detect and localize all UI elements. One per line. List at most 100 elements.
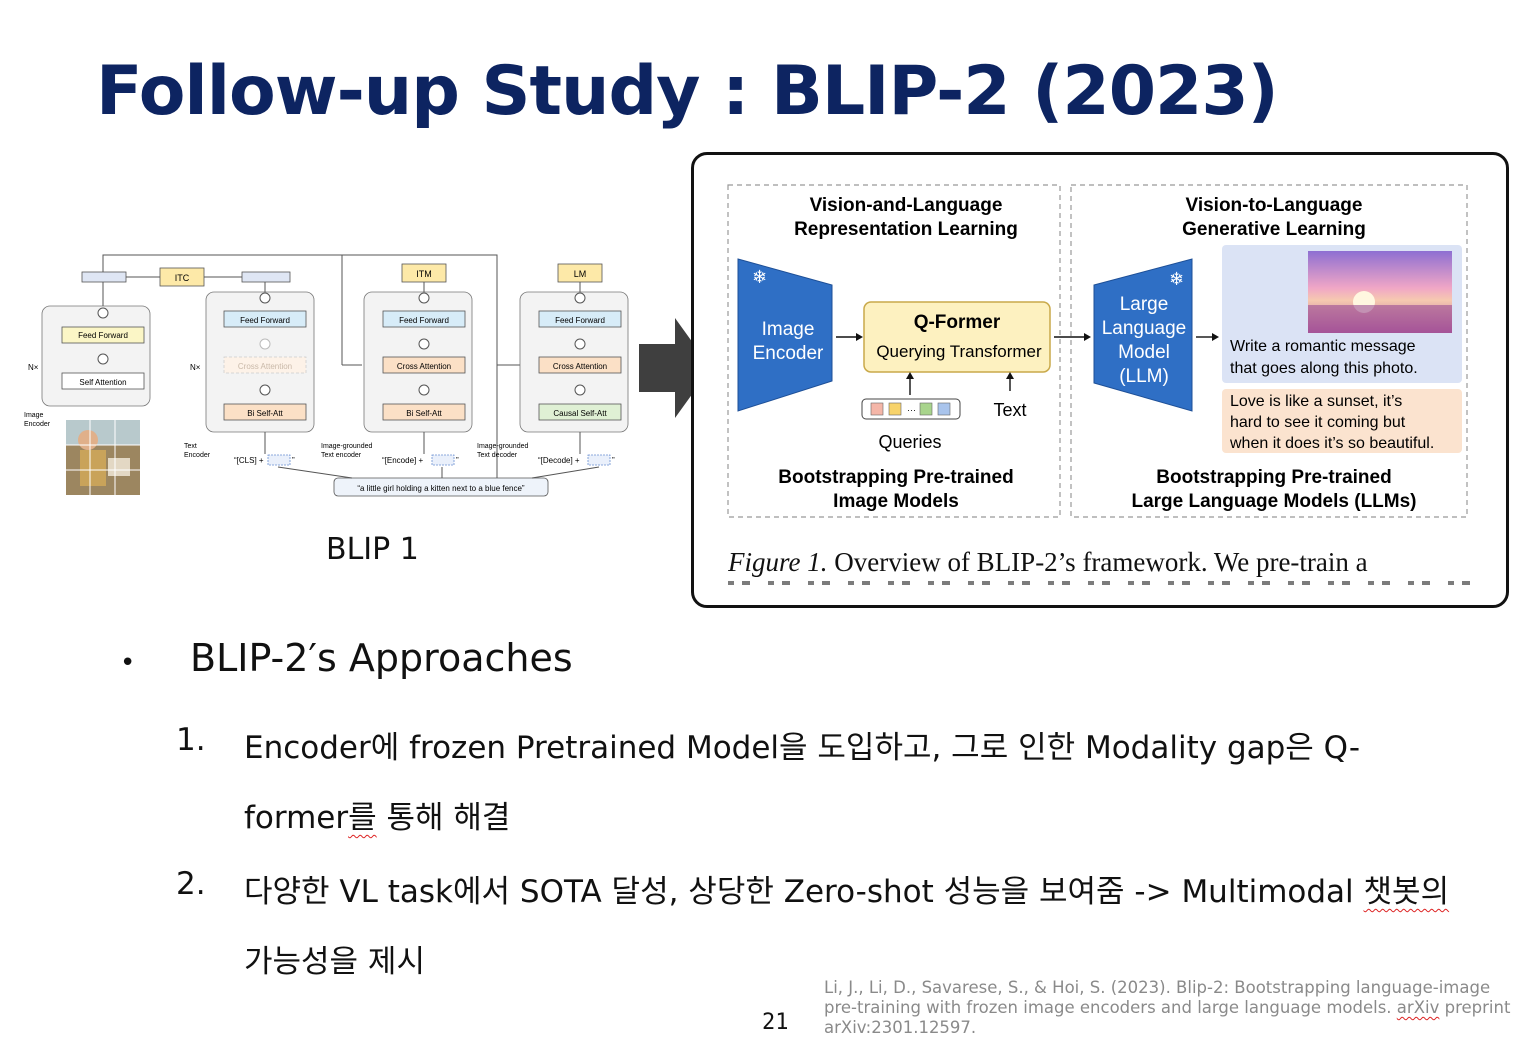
sa-label: Self Attention — [79, 378, 126, 387]
left-footer-2: Image Models — [833, 491, 959, 512]
img-enc-label-2: Encoder — [24, 421, 51, 428]
left-footer-1: Bootstrapping Pre-trained — [778, 467, 1013, 488]
ff-label-2: Feed Forward — [240, 316, 290, 325]
blip2-figure: Vision-and-Language Representation Learn… — [691, 152, 1509, 608]
qformer-sub: Querying Transformer — [876, 342, 1042, 361]
page-number: 21 — [762, 1010, 789, 1035]
lm-label: LM — [574, 269, 587, 279]
cls-token: “[CLS] + — [234, 456, 264, 465]
answer-line-2: hard to see it coming but — [1230, 414, 1406, 431]
left-header-1: Vision-and-Language — [810, 195, 1003, 216]
ca-label-2: Cross Attention — [553, 362, 607, 371]
image-encoder-label-1: Image — [762, 319, 815, 340]
item-2-spellcheck-word: 챗봇의 — [1363, 874, 1450, 910]
ca-label-disabled: Cross Attention — [238, 362, 292, 371]
text-enc-label-1: Text — [184, 443, 197, 450]
item-1-line-1: Encoder에 frozen Pretrained Model을 도입하고, … — [244, 730, 1361, 766]
itc-label: ITC — [175, 273, 190, 283]
llm-label-2: Language — [1102, 318, 1187, 339]
left-panel — [727, 184, 1061, 518]
snowflake-icon-2: ❄ — [1169, 269, 1184, 289]
llm-label-3: Model — [1118, 342, 1170, 363]
encode-token: “[Encode] + — [382, 456, 423, 465]
llm-shape — [1093, 258, 1193, 412]
sentence-box — [333, 477, 549, 497]
add-node — [97, 307, 109, 319]
item-2-number: 2. — [176, 866, 206, 902]
bullet-heading: BLIP-2′s Approaches — [190, 636, 573, 680]
prompt-line-2: that goes along this photo. — [1230, 360, 1418, 377]
clipped-caption-line — [728, 581, 1478, 591]
quote-close-2: ” — [456, 456, 459, 465]
item-1-spellcheck-word: 를 — [348, 800, 377, 836]
item-2-line-1: 다양한 VL task에서 SOTA 달성, 상당한 Zero-shot 성능을… — [244, 866, 1449, 911]
bsa-label-1: Bi Self-Att — [247, 409, 283, 418]
text-label: Text — [993, 400, 1026, 420]
blip1-caption: BLIP 1 — [326, 532, 419, 567]
figure-caption: Figure 1. Overview of BLIP-2’s framework… — [728, 547, 1478, 577]
item-1-line-2: former를 통해 해결 — [244, 792, 510, 837]
image-encoder-block — [41, 305, 151, 407]
text-feature-bar — [241, 271, 291, 283]
answer-panel — [1222, 389, 1462, 453]
item-1-rest: 통해 해결 — [376, 800, 511, 836]
nx-label-2: N× — [190, 363, 201, 372]
ff-label-3: Feed Forward — [399, 316, 449, 325]
figure-caption-text: Overview of BLIP-2’s framework. We pre-t… — [827, 547, 1368, 577]
text-enc-label-2: Encoder — [184, 452, 211, 459]
item-2-line-2: 가능성을 제시 — [244, 944, 425, 980]
queries-box — [861, 398, 961, 420]
item-1-word-former: former — [244, 800, 349, 836]
right-footer-2: Large Language Models (LLMs) — [1131, 491, 1416, 512]
ff-label-4: Feed Forward — [555, 316, 605, 325]
image-encoder-shape — [737, 258, 833, 412]
blip1-diagram: ITC ITM LM Feed Forward Self Attention N… — [22, 240, 632, 510]
left-header-2: Representation Learning — [794, 219, 1018, 240]
queries-label: Queries — [878, 432, 941, 452]
svg-text:···: ··· — [907, 405, 916, 415]
right-footer-1: Bootstrapping Pre-trained — [1156, 467, 1391, 488]
img-enc-label-1: Image — [24, 412, 44, 419]
qformer-title: Q-Former — [914, 312, 1001, 333]
bullet-dot: • — [120, 648, 136, 678]
image-encoder-label-2: Encoder — [753, 343, 824, 364]
item-1-number: 1. — [176, 722, 206, 758]
right-panel — [1070, 184, 1468, 518]
nx-label-1: N× — [28, 363, 39, 372]
qformer-box — [863, 301, 1051, 373]
page-title: Follow-up Study : BLIP-2 (2023) — [96, 52, 1279, 131]
ig-enc-label-1: Image-grounded — [321, 443, 372, 450]
csa-label: Causal Self-Att — [553, 409, 607, 418]
decode-token: “[Decode] + — [538, 456, 580, 465]
right-header-1: Vision-to-Language — [1186, 195, 1363, 216]
reference-line-1: Li, J., Li, D., Savarese, S., & Hoi, S. … — [824, 978, 1491, 997]
reference-line-3: arXiv:2301.12597. — [824, 1018, 977, 1037]
blip1-diagram-svg: ITC ITM LM Feed Forward Self Attention N… — [24, 254, 629, 497]
ig-dec-label-1: Image-grounded — [477, 443, 528, 450]
bsa-label-2: Bi Self-Att — [406, 409, 442, 418]
ff-label-1: Feed Forward — [78, 331, 128, 340]
image-feature-bar — [81, 271, 127, 283]
ig-enc-label-2: Text encoder — [321, 452, 362, 459]
itc-box — [159, 267, 205, 287]
answer-line-3: when it does it’s so beautiful. — [1229, 435, 1434, 452]
sentence-text: “a little girl holding a kitten next to … — [357, 484, 525, 493]
reference: Li, J., Li, D., Savarese, S., & Hoi, S. … — [824, 978, 1514, 1038]
reference-line-2: pre-training with frozen image encoders … — [824, 998, 1511, 1017]
prompt-line-1: Write a romantic message — [1230, 338, 1416, 355]
quote-close-3: ” — [612, 456, 615, 465]
item-2-text: 다양한 VL task에서 SOTA 달성, 상당한 Zero-shot 성능을… — [244, 874, 1364, 910]
answer-line-1: Love is like a sunset, it’s — [1230, 393, 1402, 410]
ca-label-1: Cross Attention — [397, 362, 451, 371]
blip1-top-line — [102, 254, 498, 480]
right-header-2: Generative Learning — [1182, 219, 1366, 240]
itm-label: ITM — [416, 269, 432, 279]
llm-label-4: (LLM) — [1119, 366, 1169, 387]
quote-close-1: ” — [292, 456, 295, 465]
reference-spellcheck-word: arXiv — [1396, 998, 1440, 1017]
blip2-figure-svg: Vision-and-Language Representation Learn… — [727, 184, 1468, 518]
figure-caption-label: Figure 1. — [728, 547, 828, 577]
snowflake-icon: ❄ — [752, 267, 767, 287]
llm-label-1: Large — [1120, 294, 1169, 315]
ig-dec-label-2: Text decoder — [477, 452, 518, 459]
